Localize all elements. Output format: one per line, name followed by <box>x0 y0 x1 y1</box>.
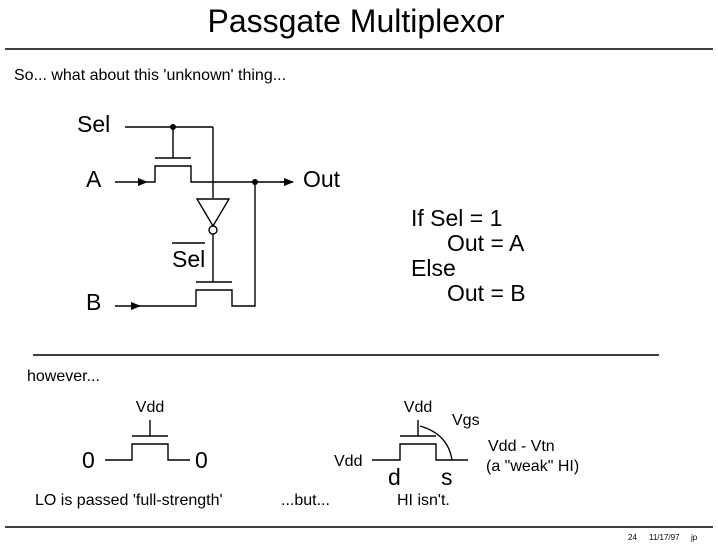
intro-text: So... what about this 'unknown' thing... <box>14 67 286 84</box>
left-vdd-label: Vdd <box>136 399 164 416</box>
sel-label: Sel <box>77 111 110 137</box>
mux-schematic: Sel A Out Sel B <box>77 111 341 315</box>
a-label: A <box>86 166 102 192</box>
source-label: s <box>441 464 453 490</box>
out-label: Out <box>303 166 341 192</box>
footer-date: 11/17/97 <box>649 533 680 542</box>
right-vdd-input-label: Vdd <box>334 453 362 470</box>
right-passgate-example: Vdd Vgs Vdd d s Vdd - Vtn (a "weak" HI) … <box>334 399 579 509</box>
right-caption: HI isn't. <box>397 492 450 509</box>
logic-line-3: Else <box>411 255 456 281</box>
page-title: Passgate Multiplexor <box>207 3 504 39</box>
but-text: ...but... <box>281 492 330 509</box>
result-line-1: Vdd - Vtn <box>488 438 555 455</box>
vgs-arc <box>419 425 453 461</box>
right-vdd-gate-label: Vdd <box>404 399 432 416</box>
passgate-b-channel <box>140 182 256 307</box>
vgs-label: Vgs <box>452 412 480 429</box>
left-channel <box>105 443 190 461</box>
left-caption: LO is passed 'full-strength' <box>35 492 223 509</box>
inverter-bubble <box>208 225 218 235</box>
logic-line-4: Out = B <box>447 280 526 306</box>
inverter-triangle <box>195 198 231 228</box>
left-passgate-example: Vdd 0 0 LO is passed 'full-strength' <box>35 399 223 509</box>
left-input-zero: 0 <box>82 447 95 473</box>
left-output-zero: 0 <box>195 447 208 473</box>
right-channel <box>372 443 468 461</box>
b-label: B <box>86 289 101 315</box>
footer-initials: jp <box>690 533 698 542</box>
drain-label: d <box>388 464 401 490</box>
result-line-2: (a "weak" HI) <box>486 458 579 475</box>
logic-line-2: Out = A <box>447 230 525 256</box>
sel-bar-label: Sel <box>172 246 205 272</box>
footer-page-number: 24 <box>628 533 637 542</box>
however-text: however... <box>27 368 100 385</box>
passgate-a-channel <box>147 165 293 183</box>
logic-line-1: If Sel = 1 <box>411 205 502 231</box>
